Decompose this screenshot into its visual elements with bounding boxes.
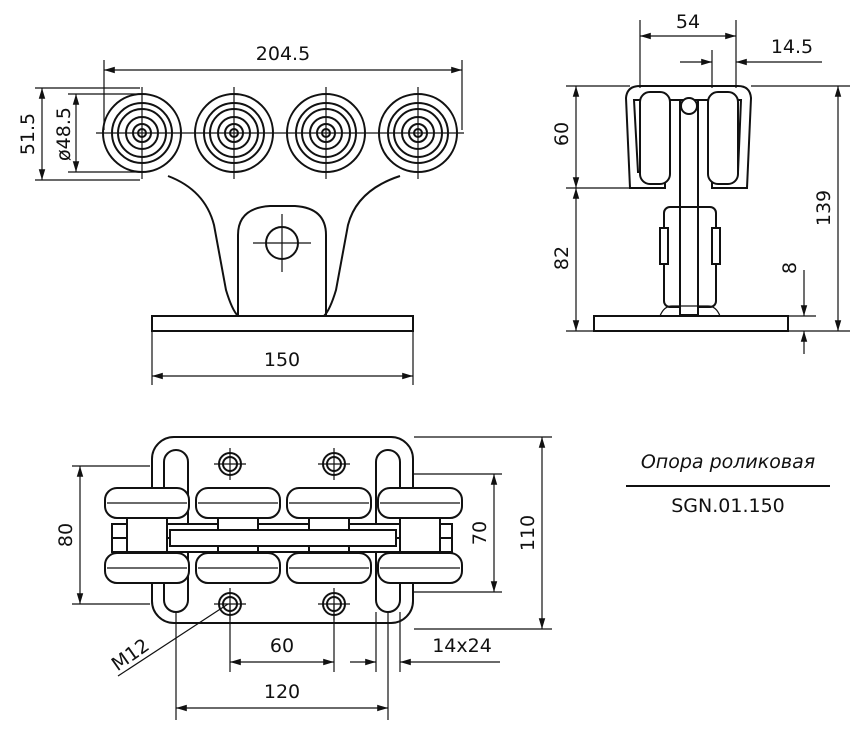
mounting-hole xyxy=(318,588,350,620)
dim-text-slot: 14x24 xyxy=(432,635,492,657)
side-view: 54 14.5 60 82 139 8 xyxy=(551,11,850,354)
title-name: Опора роликовая xyxy=(641,451,815,473)
dim-text-diameter: ø48.5 xyxy=(53,107,75,161)
plan-roller xyxy=(104,487,190,519)
side-roller-right xyxy=(707,91,739,185)
title-code: SGN.01.150 xyxy=(671,495,785,517)
plan-view: 80 70 110 60 14x24 120 M12 xyxy=(55,436,552,720)
front-roller xyxy=(96,87,188,179)
plan-axle xyxy=(126,517,168,553)
plan-roller xyxy=(377,552,463,584)
dim-text-14-5: 14.5 xyxy=(771,36,813,58)
side-base-plate xyxy=(593,315,789,332)
plan-roller xyxy=(286,487,372,519)
front-roller xyxy=(188,87,280,179)
front-bracket-body xyxy=(167,175,401,317)
side-roller-left xyxy=(639,91,671,185)
plan-rollers xyxy=(104,487,463,584)
front-base-plate xyxy=(151,315,414,332)
dim-text-82: 82 xyxy=(551,246,573,270)
dim-text-70: 70 xyxy=(469,521,491,545)
dim-text-120: 120 xyxy=(264,681,300,703)
front-mounting-lug xyxy=(237,205,327,316)
dim-text-8: 8 xyxy=(779,262,801,274)
dim-text-80: 80 xyxy=(55,523,77,547)
plan-axle xyxy=(399,517,441,553)
dim-text-54: 54 xyxy=(676,11,700,33)
plan-roller xyxy=(195,552,281,584)
mounting-hole xyxy=(318,448,350,480)
side-channel-housing xyxy=(624,85,753,189)
front-roller xyxy=(372,87,464,179)
dim-text-60-plan: 60 xyxy=(270,635,294,657)
dim-text-m12: M12 xyxy=(108,634,154,675)
dim-text-139: 139 xyxy=(813,190,835,226)
title-block: Опора роликовая SGN.01.150 xyxy=(626,451,830,517)
dim-text-150: 150 xyxy=(264,349,300,371)
front-roller xyxy=(280,87,372,179)
plan-roller xyxy=(377,487,463,519)
front-rollers xyxy=(96,87,464,179)
dim-text-110: 110 xyxy=(517,515,539,551)
dim-text-60-side: 60 xyxy=(551,122,573,146)
plan-roller xyxy=(286,552,372,584)
plan-roller xyxy=(195,487,281,519)
plan-holes xyxy=(214,448,350,620)
m12-leader xyxy=(117,603,229,677)
mounting-hole xyxy=(214,448,246,480)
front-view: 204.5 51.5 ø48.5 150 xyxy=(17,43,464,385)
dim-text-51-5: 51.5 xyxy=(17,113,39,155)
plan-roller xyxy=(104,552,190,584)
dim-text-204-5: 204.5 xyxy=(256,43,310,65)
plan-center-plate xyxy=(169,529,397,547)
